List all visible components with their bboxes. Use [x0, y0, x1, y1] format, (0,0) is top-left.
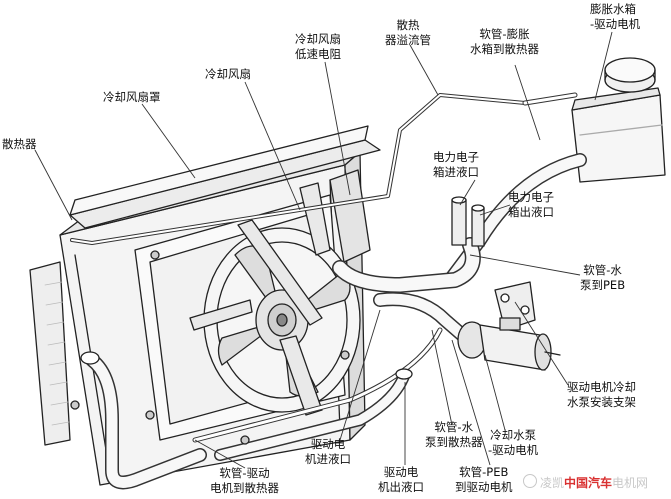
label-hose-expansion-to-radiator: 软管-膨胀 水箱到散热器 [470, 27, 539, 56]
label-hose-motor-to-radiator: 软管-驱动 电机到散热器 [210, 466, 279, 495]
overflow-pipe [70, 93, 527, 245]
label-fan-shroud: 冷却风扇罩 [103, 90, 161, 104]
expansion-tank [571, 57, 666, 183]
label-cooling-fan: 冷却风扇 [205, 67, 251, 81]
mounting-bolts [70, 250, 350, 445]
label-pump-bracket: 驱动电机冷却 水泵安装支架 [567, 380, 636, 409]
label-expansion-tank-motor: 膨胀水箱 -驱动电机 [590, 2, 641, 31]
coolant-pump [457, 317, 561, 371]
label-peb-inlet: 电力电子 箱进液口 [433, 150, 479, 179]
label-radiator-overflow: 散热 器溢流管 [385, 18, 431, 47]
motor-outlet-pipe [214, 368, 413, 461]
hose-motor-to-radiator [80, 351, 207, 490]
leader-lines [34, 31, 613, 469]
watermark: 凌凯中国汽车电机网 [540, 474, 648, 491]
label-fan-low-speed-resistor: 冷却风扇 低速电阻 [295, 32, 341, 61]
label-radiator: 散热器 [2, 137, 37, 151]
label-motor-inlet: 驱动电 机进液口 [305, 437, 351, 466]
watermark-brand: 中国汽车 [564, 476, 613, 490]
label-coolant-pump-motor: 冷却水泵 -驱动电机 [488, 428, 539, 457]
watermark-prefix: 凌凯 [540, 476, 565, 490]
hose-pump-to-peb [332, 237, 481, 293]
hose-peb-to-motor [373, 292, 475, 347]
label-hose-pump-to-peb: 软管-水 泵到PEB [580, 263, 626, 292]
watermark-suffix: 电机网 [612, 476, 649, 490]
peb-connectors [451, 196, 485, 247]
label-motor-outlet: 驱动电 机出液口 [378, 465, 424, 494]
radiator-fins [44, 281, 70, 426]
label-hose-pump-to-radiator: 软管-水 泵到散热器 [425, 420, 483, 449]
wechat-icon [523, 474, 537, 488]
label-peb-outlet: 电力电子 箱出液口 [508, 190, 554, 219]
fan-frame [189, 169, 371, 416]
radiator-top-tank [69, 125, 381, 229]
label-hose-peb-to-motor: 软管-PEB 到驱动电机 [455, 465, 513, 494]
